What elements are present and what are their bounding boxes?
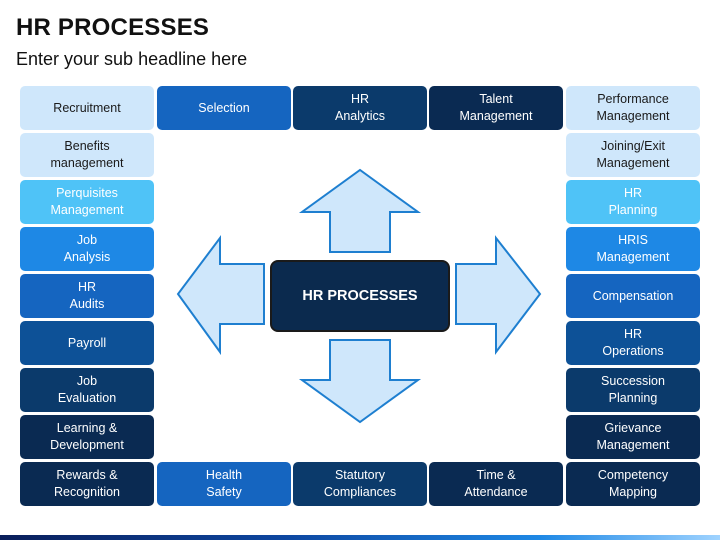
process-box-health-safety: Health Safety — [157, 462, 291, 506]
process-box-compensation: Compensation — [566, 274, 700, 318]
page-title: HR PROCESSES — [16, 14, 210, 41]
center-hr-processes: HR PROCESSES — [270, 260, 450, 332]
process-box-job-analysis: Job Analysis — [20, 227, 154, 271]
page-subtitle: Enter your sub headline here — [16, 49, 248, 69]
process-box-competency-mapping: Competency Mapping — [566, 462, 700, 506]
process-box-benefits-management: Benefits management — [20, 133, 154, 177]
arrow-right — [455, 235, 542, 355]
process-box-succession-planning: Succession Planning — [566, 368, 700, 412]
footer-accent-bar — [0, 535, 720, 540]
process-box-hr-operations: HR Operations — [566, 321, 700, 365]
arrow-down — [298, 339, 422, 424]
arrow-left — [176, 235, 265, 356]
process-box-learning-development: Learning & Development — [20, 415, 154, 459]
process-box-rewards-recognition: Rewards & Recognition — [20, 462, 154, 506]
process-box-hr-planning: HR Planning — [566, 180, 700, 224]
process-box-talent-management: Talent Management — [429, 86, 563, 130]
process-box-recruitment: Recruitment — [20, 86, 154, 130]
process-box-hr-analytics: HR Analytics — [293, 86, 427, 130]
process-box-hr-audits: HR Audits — [20, 274, 154, 318]
process-box-time-attendance: Time & Attendance — [429, 462, 563, 506]
process-box-payroll: Payroll — [20, 321, 154, 365]
process-box-perquisites-management: Perquisites Management — [20, 180, 154, 224]
process-box-hris-management: HRIS Management — [566, 227, 700, 271]
arrow-up — [298, 168, 422, 253]
process-box-statutory-compliances: Statutory Compliances — [293, 462, 427, 506]
process-box-job-evaluation: Job Evaluation — [20, 368, 154, 412]
process-box-joining-exit-management: Joining/Exit Management — [566, 133, 700, 177]
process-box-selection: Selection — [157, 86, 291, 130]
process-box-grievance-management: Grievance Management — [566, 415, 700, 459]
process-box-performance-management: Performance Management — [566, 86, 700, 130]
